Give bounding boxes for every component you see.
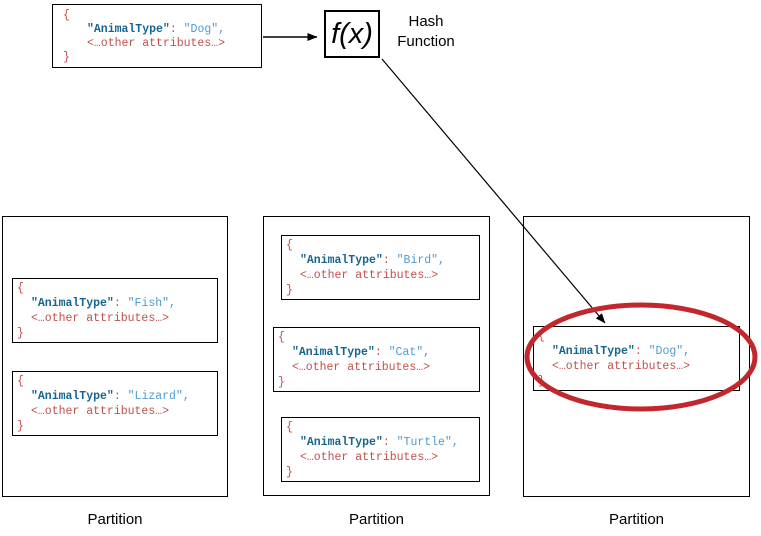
json-colon: :: [382, 254, 397, 267]
json-other-attributes: <…other attributes…>: [87, 37, 226, 50]
source-record-box: { "AnimalType": "Dog", <…other attribute…: [52, 4, 262, 68]
json-key: "AnimalType": [300, 254, 383, 267]
json-key: "AnimalType": [292, 346, 375, 359]
json-brace-close: }: [63, 51, 70, 64]
json-value: "Fish",: [127, 297, 176, 310]
hash-function-caption: Hash Function: [388, 12, 464, 52]
json-colon: :: [113, 390, 128, 403]
record-box-cat: { "AnimalType": "Cat", <…other attribute…: [273, 327, 480, 392]
json-brace-open: {: [17, 282, 24, 295]
record-box-lizard: { "AnimalType": "Lizard", <…other attrib…: [12, 371, 218, 436]
json-brace-close: }: [286, 284, 293, 297]
hash-function-box: f(x): [324, 10, 380, 58]
partition-label-2: Partition: [348, 511, 405, 528]
hash-function-symbol: f(x): [331, 17, 373, 50]
record-box-fish: { "AnimalType": "Fish", <…other attribut…: [12, 278, 218, 343]
json-other-attributes: <…other attributes…>: [300, 451, 439, 464]
json-brace-open: {: [286, 421, 293, 434]
json-key: "AnimalType": [300, 436, 383, 449]
json-colon: :: [382, 436, 397, 449]
json-colon: :: [113, 297, 128, 310]
json-colon: :: [374, 346, 389, 359]
json-brace-close: }: [17, 327, 24, 340]
json-brace-open: {: [538, 330, 545, 343]
json-value: "Cat",: [388, 346, 431, 359]
hash-function-caption-line1: Hash: [408, 13, 444, 30]
json-brace-close: }: [286, 466, 293, 479]
json-brace-open: {: [286, 239, 293, 252]
json-value: "Dog",: [648, 345, 691, 358]
json-brace-close: }: [538, 375, 545, 388]
json-value: "Lizard",: [127, 390, 190, 403]
json-brace-open: {: [278, 331, 285, 344]
json-other-attributes: <…other attributes…>: [292, 361, 431, 374]
json-value: "Turtle",: [396, 436, 459, 449]
partition-label-1: Partition: [87, 511, 143, 528]
json-other-attributes: <…other attributes…>: [31, 312, 170, 325]
json-key: "AnimalType": [31, 390, 114, 403]
record-box-turtle: { "AnimalType": "Turtle", <…other attrib…: [281, 417, 480, 482]
json-key: "AnimalType": [31, 297, 114, 310]
json-colon: :: [634, 345, 649, 358]
partition-box-1: [2, 216, 228, 497]
hash-function-caption-line2: Function: [397, 33, 455, 50]
partition-label-3: Partition: [608, 511, 665, 528]
json-brace-close: }: [17, 420, 24, 433]
json-key: "AnimalType": [552, 345, 635, 358]
json-brace-open: {: [63, 9, 70, 22]
record-box-dog: { "AnimalType": "Dog", <…other attribute…: [533, 326, 740, 391]
json-brace-open: {: [17, 375, 24, 388]
json-other-attributes: <…other attributes…>: [31, 405, 170, 418]
json-colon: :: [169, 23, 184, 36]
json-value: "Dog",: [183, 23, 226, 36]
json-brace-close: }: [278, 376, 285, 389]
json-key: "AnimalType": [87, 23, 170, 36]
record-box-bird: { "AnimalType": "Bird", <…other attribut…: [281, 235, 480, 300]
json-other-attributes: <…other attributes…>: [300, 269, 439, 282]
json-value: "Bird",: [396, 254, 445, 267]
json-other-attributes: <…other attributes…>: [552, 360, 691, 373]
